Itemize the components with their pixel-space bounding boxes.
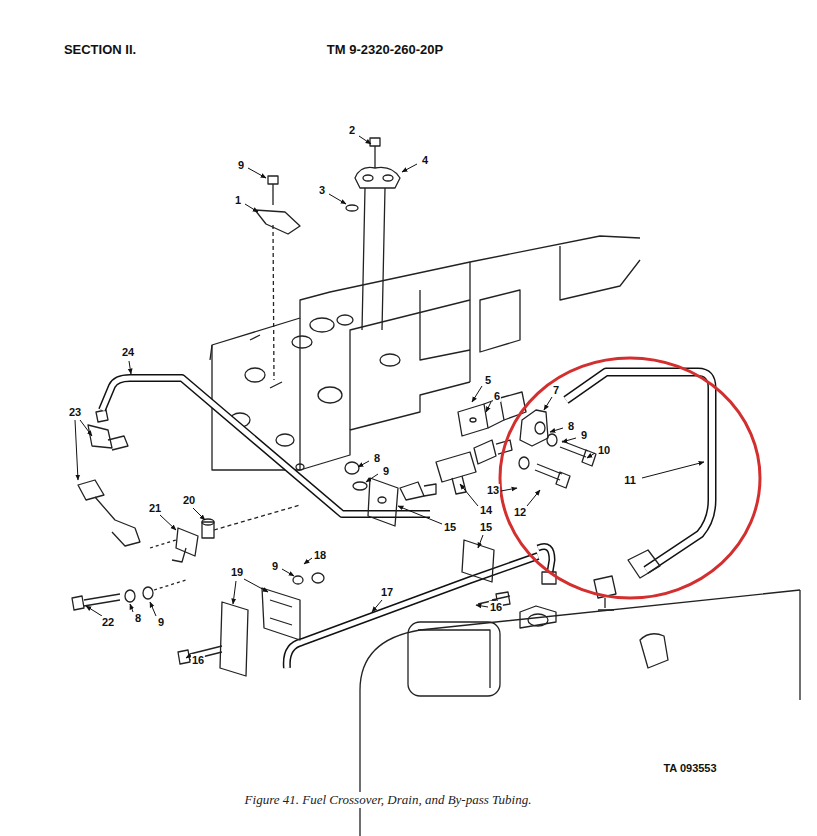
callout-number: 22 [101,616,115,628]
manual-number: TM 9-2320-260-20P [326,43,444,57]
callout-number: 7 [552,384,560,396]
callout-number: 3 [318,184,326,196]
callout-number: 9 [157,616,165,628]
figure-caption: Figure 41. Fuel Crossover, Drain, and By… [245,792,532,808]
callout-number: 9 [382,465,390,477]
callout-number: 15 [443,521,457,533]
callout-number: 21 [148,502,162,514]
callout-number: 8 [567,420,575,432]
section-header: SECTION II. [63,43,137,57]
callout-number: 16 [489,601,503,613]
callout-number: 9 [237,159,245,171]
callout-number: 13 [486,484,500,496]
callout-number: 9 [271,560,279,572]
callout-number: 10 [597,444,611,456]
callout-number: 8 [373,452,381,464]
callout-number: 6 [493,390,501,402]
callout-number: 14 [479,504,493,516]
callout-number: 16 [191,654,205,666]
callout-number: 23 [68,406,82,418]
callout-number: 17 [380,586,394,598]
callout-number: 18 [313,549,327,561]
callout-number: 12 [513,506,527,518]
callout-number: 4 [421,154,429,166]
figure-id: TA 093553 [662,762,717,774]
callout-number: 19 [230,566,244,578]
callout-number: 15 [479,521,493,533]
callout-number: 20 [182,494,196,506]
callout-number: 11 [623,474,637,486]
callout-number: 8 [134,612,142,624]
callout-number: 2 [348,124,356,136]
callout-number: 24 [121,346,135,358]
callout-number: 9 [580,429,588,441]
callout-number: 1 [234,194,242,206]
callout-number: 5 [484,374,492,386]
